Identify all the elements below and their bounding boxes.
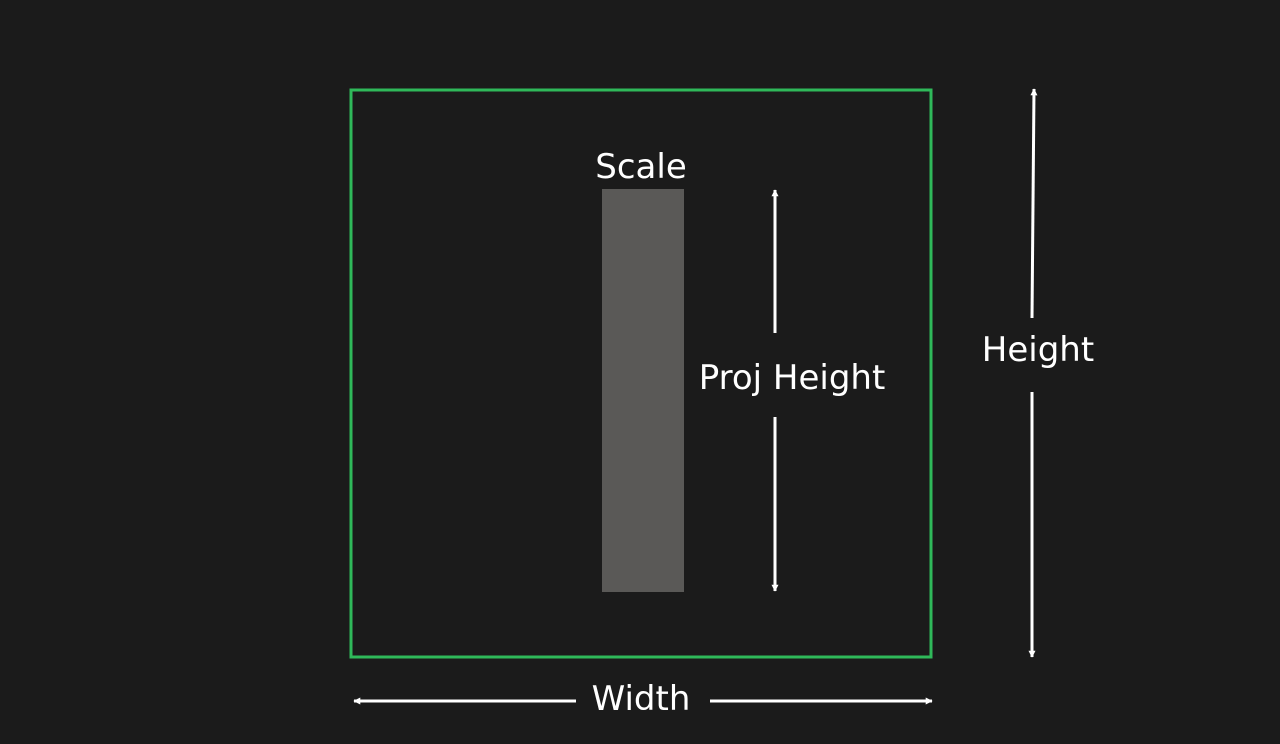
scale-label: Scale bbox=[595, 147, 687, 187]
height-arrow bbox=[1028, 88, 1038, 658]
height-label: Height bbox=[981, 330, 1095, 370]
width-label: Width bbox=[591, 679, 691, 719]
projected-bar bbox=[602, 189, 684, 592]
viewport-frame bbox=[349, 88, 933, 659]
proj-height-label: Proj Height bbox=[698, 358, 886, 398]
